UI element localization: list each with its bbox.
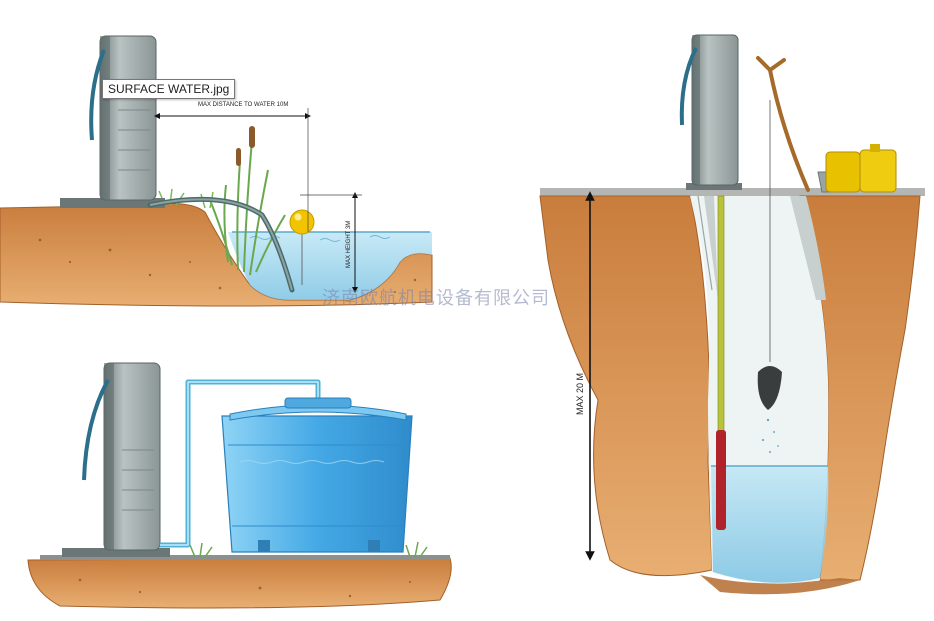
bucket-icon [757, 366, 782, 410]
well-water [711, 466, 829, 583]
max-depth-label: MAX 20 M [575, 373, 585, 415]
filename-tooltip: SURFACE WATER.jpg [102, 79, 236, 99]
wooden-pole-icon [756, 56, 810, 192]
jerrycan-icon [825, 144, 897, 193]
cattail-icon [236, 148, 241, 166]
max-height-dimension: MAX HEIGHT 3M [300, 192, 362, 293]
well-riser-pipe [717, 195, 725, 437]
well-soil-left [539, 195, 713, 577]
deep-well-panel: MAX 20 M [539, 34, 925, 595]
tank-grass [189, 541, 428, 558]
max-depth-dimension: MAX 20 M [575, 191, 595, 561]
tank-panel [27, 362, 452, 609]
water-tank-icon [221, 397, 413, 553]
solar-pump-icon [62, 362, 170, 557]
solar-pump-icon [60, 35, 165, 208]
max-distance-label: MAX DISTANCE TO WATER 10M [198, 102, 288, 108]
cattail-icon [249, 126, 255, 148]
max-distance-dimension: MAX DISTANCE TO WATER 10M [154, 102, 311, 232]
surface-water-panel: MAX DISTANCE TO WATER 10M MAX HEIGHT 3M [0, 35, 433, 307]
max-height-label: MAX HEIGHT 3M [346, 221, 352, 268]
solar-pump-icon [679, 34, 742, 190]
submersible-pump-icon [716, 430, 726, 530]
well-ground-slab [540, 188, 925, 196]
surface-reeds [209, 139, 286, 276]
tank-soil [27, 557, 452, 609]
